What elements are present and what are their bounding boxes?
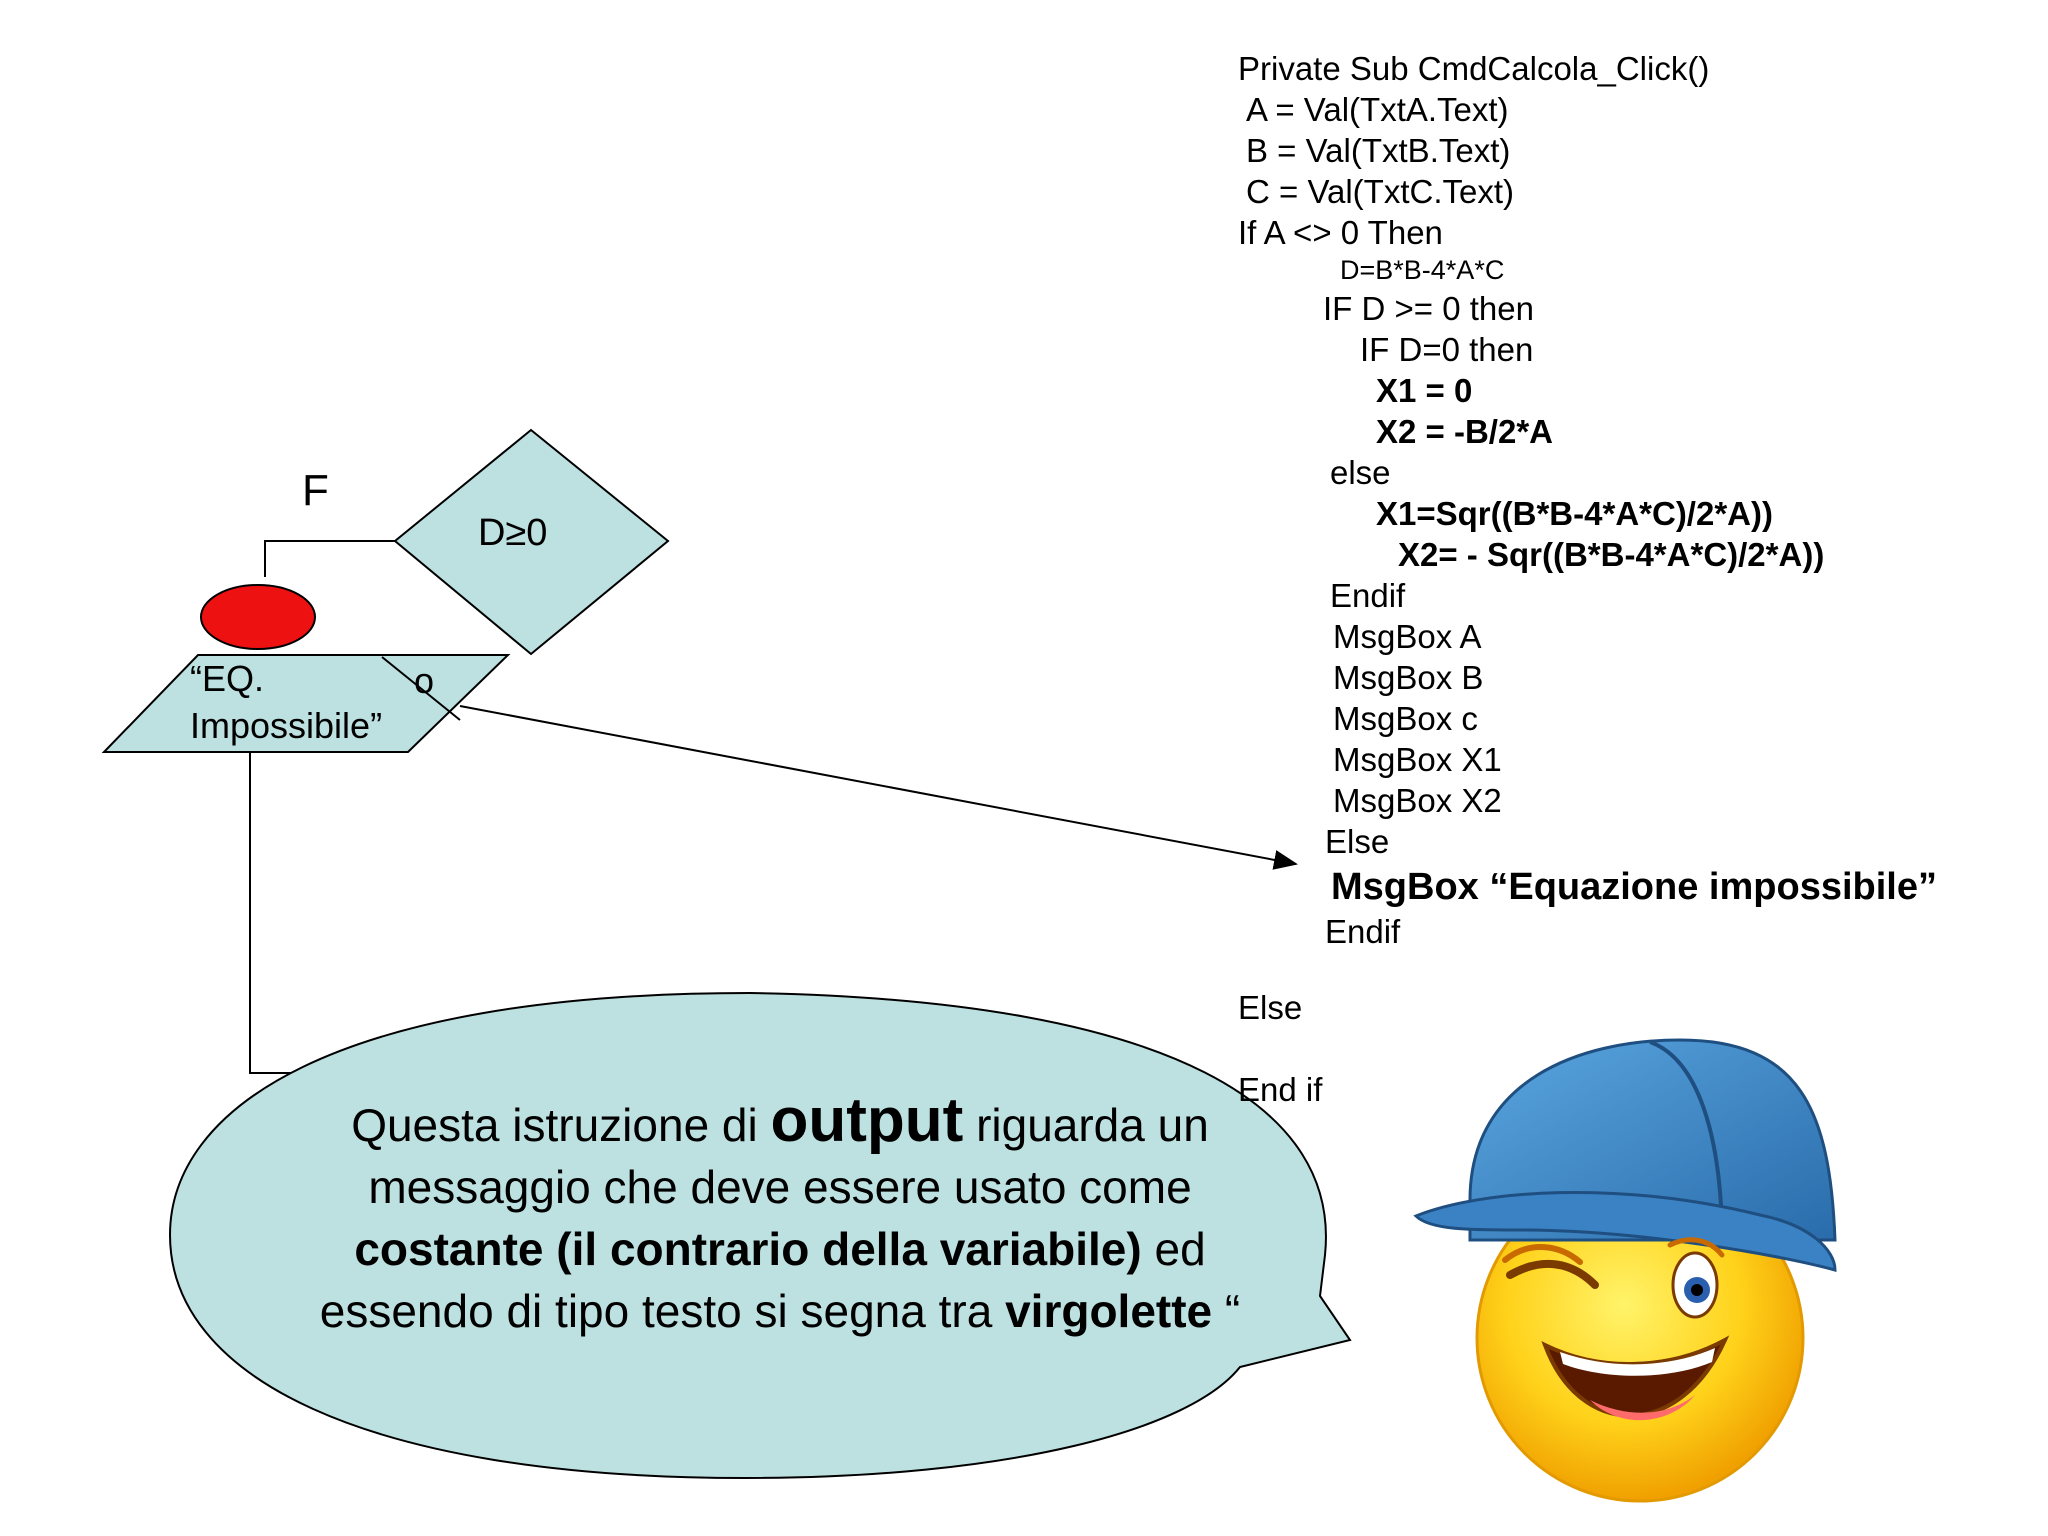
code-sub-header: Private Sub CmdCalcola_Click() (1238, 50, 1710, 87)
parallelogram-cross-line (381, 656, 461, 721)
callout-text: Questa istruzione di output riguarda un … (280, 1090, 1280, 1342)
code-msgbox-impossible: MsgBox “Equazione impossibile” (1331, 866, 1937, 908)
code-msgbox-a: MsgBox A (1333, 618, 1482, 655)
code-msgbox-x1: MsgBox X1 (1333, 741, 1502, 778)
output-parallelogram (101, 654, 511, 753)
terminator-ellipse (200, 584, 316, 650)
false-branch-label: F (302, 466, 329, 515)
code-end-if: End if (1238, 1071, 1323, 1108)
code-line-a: A = Val(TxtA.Text) (1246, 91, 1509, 128)
callout-p2-bold: costante (il contrario della variabile) (354, 1223, 1142, 1275)
code-if-d-ge: IF D >= 0 then (1323, 290, 1534, 327)
code-line-b: B = Val(TxtB.Text) (1246, 132, 1511, 169)
code-x1-sqr: X1=Sqr((B*B-4*A*C)/2*A)) (1376, 495, 1773, 532)
code-endif-inner: Endif (1330, 577, 1406, 614)
code-msgbox-b: MsgBox B (1333, 659, 1484, 696)
callout-p1-bold: output (770, 1086, 964, 1155)
callout-bubble (168, 991, 1352, 1480)
winking-smiley-hardhat-icon (1413, 1038, 1837, 1503)
code-x1-zero: X1 = 0 (1376, 372, 1473, 409)
code-if-d-eq: IF D=0 then (1360, 331, 1534, 368)
false-branch-connector (264, 540, 395, 577)
callout-p2: riguarda un messaggio che deve essere us… (368, 1099, 1209, 1213)
callout-p3-bold: virgolette (1005, 1285, 1213, 1337)
code-else-outer: Else (1238, 989, 1303, 1026)
code-else-mid: Else (1325, 823, 1390, 860)
output-label-line2: Impossibile” (190, 705, 383, 746)
decision-label: D≥0 (478, 512, 548, 554)
code-x2-sqr: X2= - Sqr((B*B-4*A*C)/2*A)) (1398, 536, 1825, 573)
code-line-c: C = Val(TxtC.Text) (1246, 173, 1515, 210)
code-x2-calc: X2 = -B/2*A (1376, 413, 1553, 450)
flow-down-connector (249, 752, 320, 1074)
code-d-calc: D=B*B-4*A*C (1340, 255, 1505, 285)
callout-p4: “ (1212, 1285, 1241, 1337)
decision-diamond (393, 428, 670, 656)
code-endif-mid: Endif (1325, 913, 1401, 950)
callout-p3: ed essendo di tipo testo si segna tra (319, 1223, 1206, 1337)
code-msgbox-c: MsgBox c (1333, 700, 1478, 737)
callout-p1: Questa istruzione di (351, 1099, 771, 1151)
code-msgbox-x2: MsgBox X2 (1333, 782, 1502, 819)
code-else-inner: else (1330, 454, 1391, 491)
output-label-line1: “EQ. (190, 658, 265, 699)
arrow-to-msgbox (459, 705, 1298, 870)
code-if-a: If A <> 0 Then (1238, 214, 1443, 251)
output-suffix: o (414, 660, 435, 701)
